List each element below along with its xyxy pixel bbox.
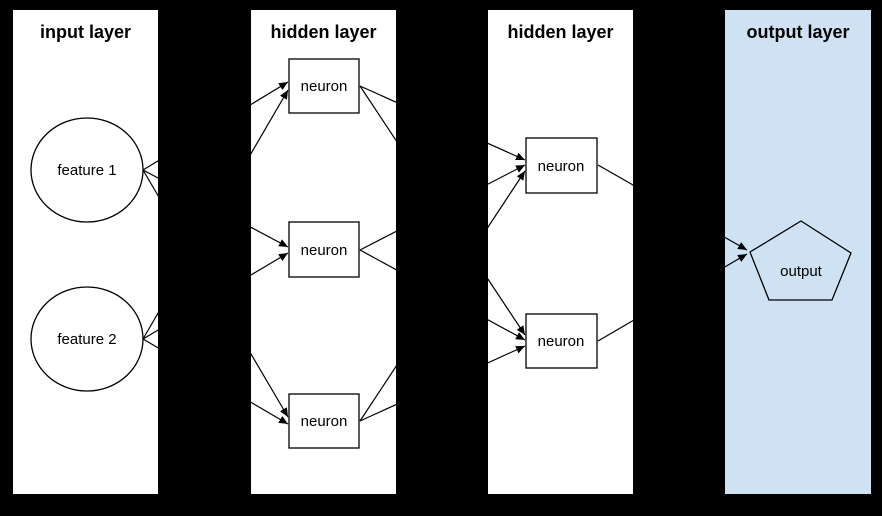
layer-title-output: output layer	[746, 22, 850, 42]
layer-panel-hidden-1: hidden layer	[251, 10, 396, 494]
layer-panel-hidden-2: hidden layer	[488, 10, 633, 494]
layer-title-hidden-1: hidden layer	[270, 22, 377, 42]
layer-title-hidden-2: hidden layer	[507, 22, 614, 42]
layer-panel-input: input layer	[13, 10, 158, 494]
layer-panel-output: output layer	[725, 10, 871, 494]
layer-title-input: input layer	[39, 22, 132, 42]
